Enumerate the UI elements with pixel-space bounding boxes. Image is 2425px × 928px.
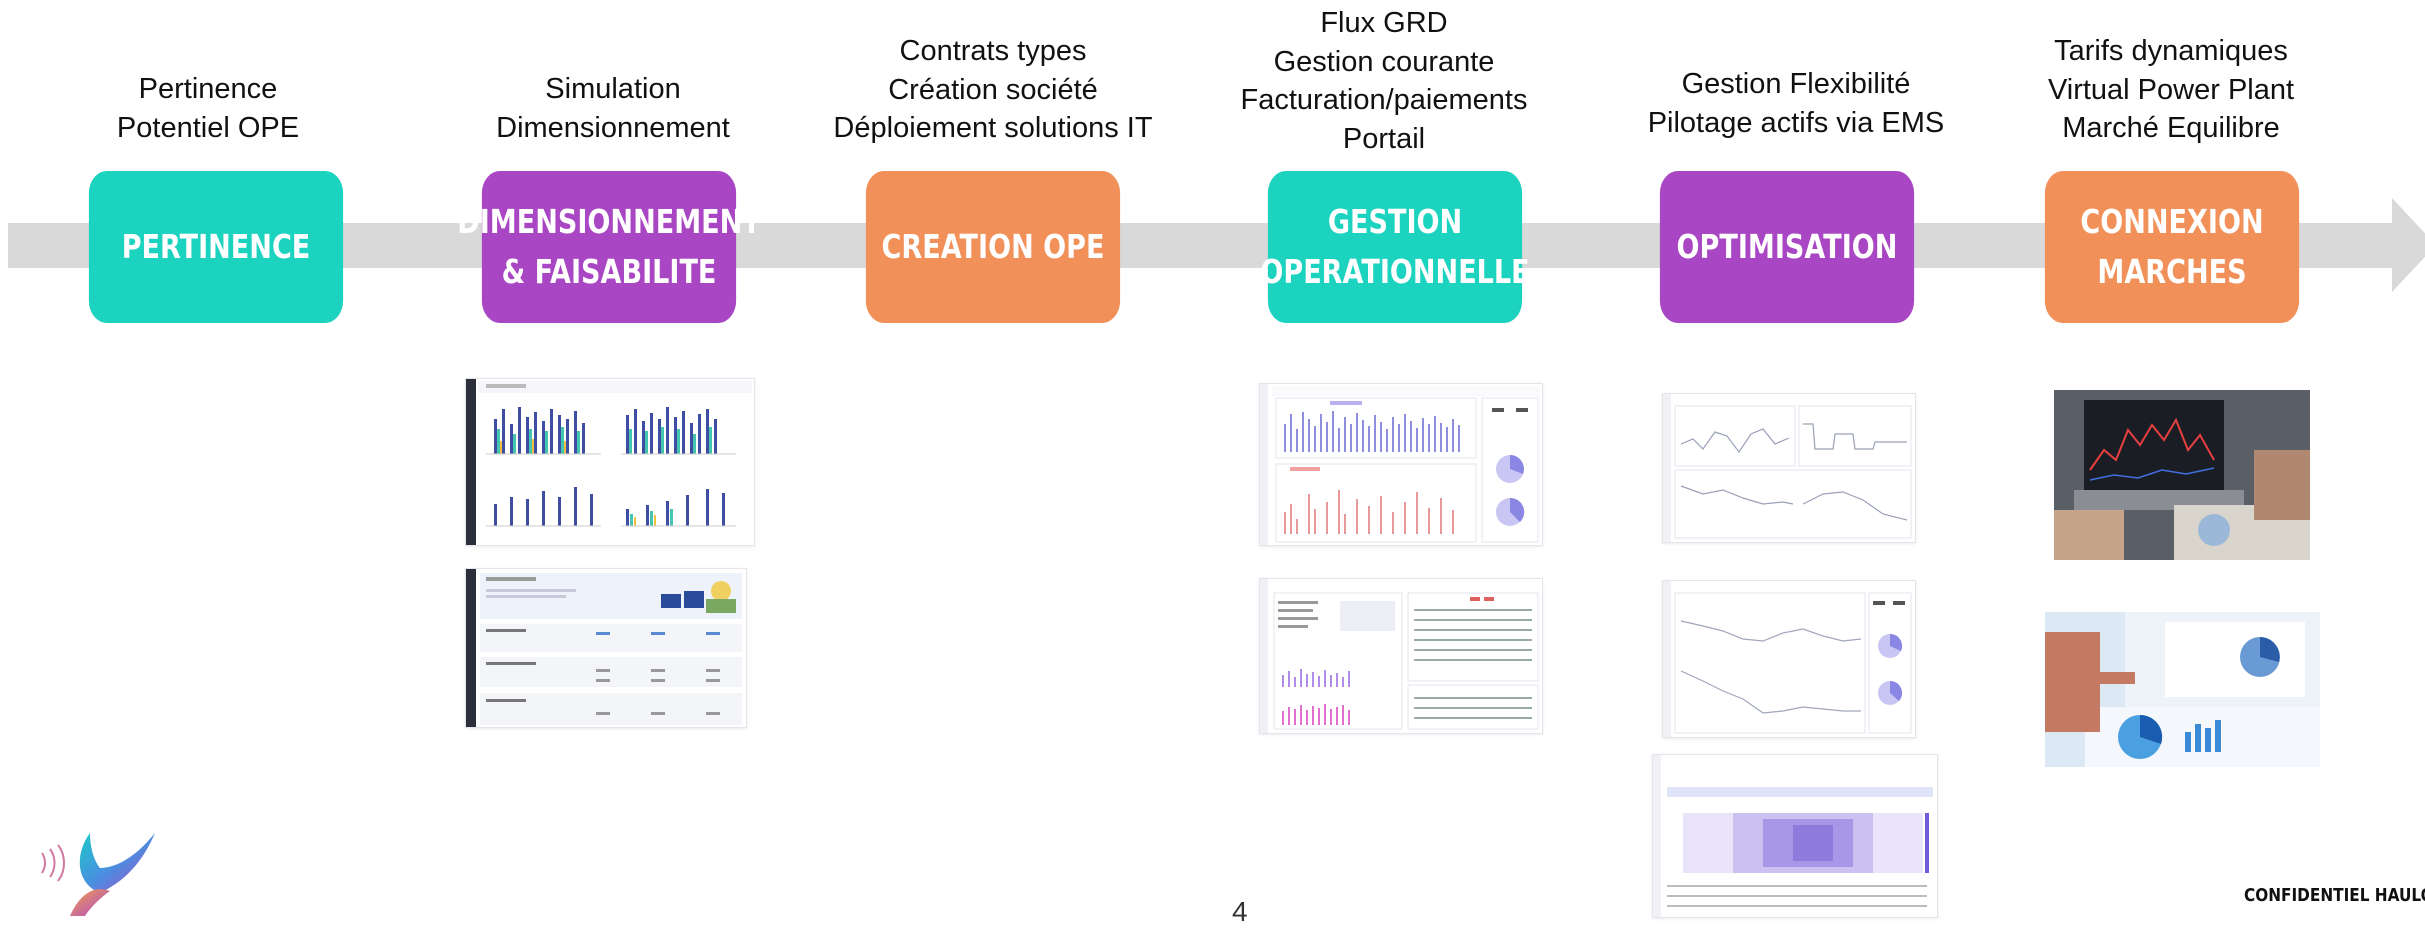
caption-dimensionnement: Simulation Dimensionnement [496, 73, 730, 144]
arrow-right-icon [2392, 198, 2425, 292]
screenshot-energy-overview [465, 568, 747, 728]
screenshot-simulation-charts [465, 378, 755, 546]
caption-connexion: Tarifs dynamiques Virtual Power Plant Ma… [2047, 35, 2295, 144]
timeline-arrow-band [8, 223, 2393, 268]
screenshot-site-management [1259, 578, 1543, 734]
photo-trading-laptop [2054, 390, 2310, 560]
screenshot-heatmap [1652, 754, 1938, 918]
photo-analytics-documents [2045, 612, 2320, 767]
step-optimisation: OPTIMISATION [1659, 171, 1915, 323]
caption-gestion: Flux GRD Gestion courante Facturation/pa… [1240, 7, 1528, 155]
caption-pertinence: Pertinence Potentiel OPE [116, 73, 300, 144]
screenshot-dashboard-consumption [1259, 383, 1543, 546]
step-pertinence: PERTINENCE [88, 171, 344, 323]
caption-optimisation: Gestion Flexibilité Pilotage actifs via … [1647, 68, 1945, 139]
caption-creation: Contrats types Création société Déploiem… [833, 35, 1153, 144]
logo-bird-icon [41, 833, 155, 916]
screenshot-flex-forecast [1662, 580, 1916, 738]
screenshot-flex-line-charts [1662, 393, 1916, 543]
step-dimensionnement: DIMENSIONNEMENT& FAISABILITE [457, 171, 761, 323]
page-number: 4 [1232, 896, 1248, 927]
step-creation: CREATION OPE [865, 171, 1121, 323]
confidential-label: CONFIDENTIEL HAULO [2244, 885, 2425, 906]
